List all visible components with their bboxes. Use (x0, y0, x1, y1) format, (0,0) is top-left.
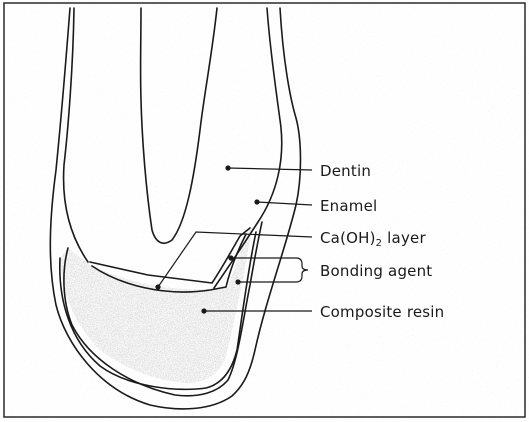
label-caoh-layer: Ca(OH)2 layer (320, 229, 426, 249)
leader-dot-bonding-2 (236, 280, 240, 284)
leader-dot-bonding-1 (229, 256, 233, 260)
leader-dot-enamel (255, 200, 259, 204)
label-caoh-suffix: layer (382, 229, 426, 247)
leader-dot-caoh (156, 285, 160, 289)
label-dentin: Dentin (320, 162, 371, 180)
leader-dot-dentin (226, 166, 230, 170)
leader-dot-composite (202, 309, 206, 313)
label-caoh-prefix: Ca(OH) (320, 229, 376, 247)
label-composite-resin: Composite resin (320, 303, 444, 321)
label-bonding-agent: Bonding agent (320, 262, 432, 280)
label-enamel: Enamel (320, 197, 377, 215)
